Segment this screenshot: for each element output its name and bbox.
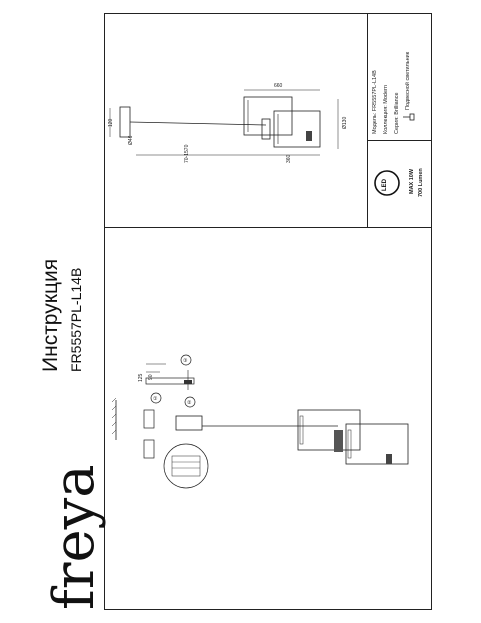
dim-canopy-height: 120 — [108, 118, 114, 127]
installation-drawing: ③ ① ② 125 90 — [111, 354, 409, 489]
spec-model-label: Модель: — [372, 112, 378, 134]
led-power: MAX 10W — [409, 168, 415, 194]
spec-led-divider — [367, 140, 432, 141]
dimension-drawing: 120 Ø46 70-1570 360 660 Ø130 — [108, 83, 348, 163]
spec-collection-value: Modern — [383, 85, 389, 104]
spec-collection-line: Коллекция: Modern — [383, 85, 389, 134]
page-title: Инструкция — [39, 258, 62, 372]
step-marker — [180, 354, 192, 366]
step-marker — [184, 396, 196, 408]
connector-bar — [334, 430, 343, 452]
model-number: FR5557PL-L14B — [68, 267, 84, 372]
led-badge-icon — [374, 170, 400, 196]
page-frame — [104, 13, 432, 610]
mounting-plate — [145, 377, 195, 385]
step-2-label: ② — [187, 400, 192, 406]
dim-small-a: 125 — [138, 373, 144, 382]
dim-cable-range: 70-1570 — [184, 144, 190, 163]
upper-disc — [243, 96, 293, 136]
spec-series-line: Серия: Brilliance — [394, 92, 400, 134]
canopy-shape — [119, 106, 131, 138]
suspension-cable — [129, 121, 267, 126]
spec-series-value: Brilliance — [394, 92, 400, 115]
section-divider — [104, 227, 432, 228]
anchor-screw — [143, 439, 155, 459]
upper-disc — [297, 409, 361, 451]
dim-disc-diameter: Ø130 — [342, 117, 348, 129]
spec-model-value: FR5557PL-L14B — [372, 70, 378, 112]
pendant-lamp-icon — [403, 113, 415, 121]
dim-lower-length: 360 — [286, 154, 292, 163]
spec-divider — [367, 13, 368, 227]
anchor-screw — [143, 409, 155, 429]
lower-disc — [273, 110, 321, 148]
step-1-label: ① — [153, 396, 158, 402]
step-marker — [150, 392, 162, 404]
dim-top-length: 660 — [274, 83, 283, 89]
led-lumen: 700 Lumen — [418, 168, 424, 197]
mount-clip — [306, 131, 312, 141]
led-badge-text: LED — [382, 179, 388, 191]
lower-disc — [345, 423, 409, 465]
spec-model-line: Модель: FR5557PL-L14B — [372, 70, 378, 134]
dim-small-b: 90 — [148, 374, 154, 380]
connector-bar — [261, 118, 271, 140]
mount-clip — [386, 454, 392, 464]
spec-type-value: Подвесной светильник — [405, 51, 411, 110]
brand-logo: freya — [42, 464, 107, 610]
step-3-label: ③ — [183, 358, 188, 364]
spec-collection-label: Коллекция: — [383, 105, 389, 134]
dim-canopy-width: Ø46 — [128, 135, 134, 145]
spec-series-label: Серия: — [394, 116, 400, 134]
wiring-detail — [163, 443, 209, 489]
canopy-shape — [175, 415, 203, 431]
